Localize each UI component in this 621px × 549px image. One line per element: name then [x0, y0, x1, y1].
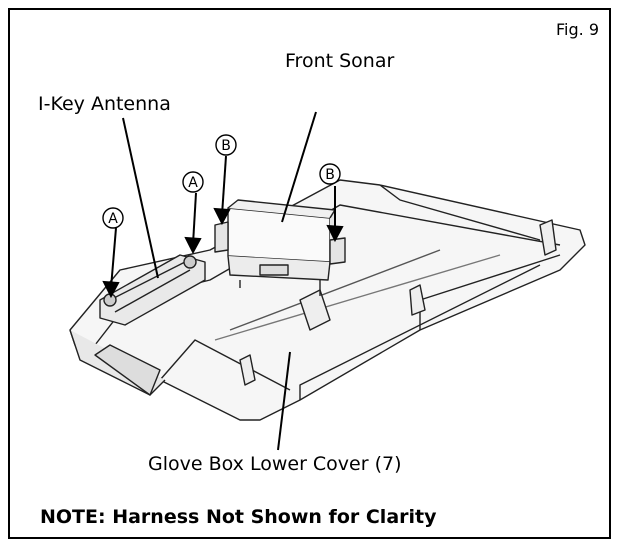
callout-a-left-label: A: [108, 211, 118, 227]
callout-b-right: [319, 163, 341, 185]
callout-a-right-label: A: [188, 175, 198, 191]
callout-b-left-label: B: [221, 138, 231, 154]
figure-number: Fig. 9: [556, 20, 599, 39]
ikey-antenna-label: I-Key Antenna: [38, 93, 171, 115]
callout-a-right: [182, 171, 204, 193]
front-sonar-label: Front Sonar: [285, 50, 395, 72]
callout-b-left: [215, 134, 237, 156]
ikey-antenna-bracket: [99, 254, 206, 326]
glove-box-label: Glove Box Lower Cover (7): [148, 453, 402, 475]
callout-b-right-label: B: [325, 167, 335, 183]
note-text: NOTE: Harness Not Shown for Clarity: [40, 506, 437, 528]
callout-a-left: [102, 207, 124, 229]
